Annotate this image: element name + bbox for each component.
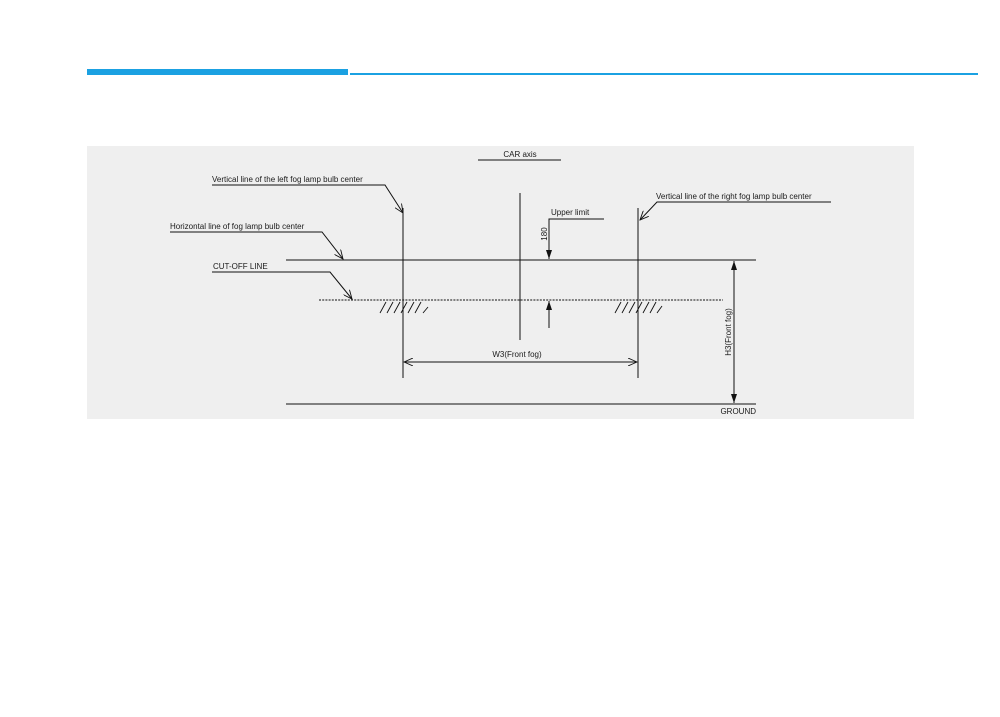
- diagram-panel: [87, 146, 914, 419]
- w3-label: W3(Front fog): [492, 350, 542, 359]
- cutoff-leader: [212, 271, 352, 299]
- left-hatching: [379, 301, 429, 314]
- upper-limit-label: Upper limit: [551, 208, 590, 217]
- upper-limit-leader: [548, 218, 604, 258]
- cutoff-line-label: CUT-OFF LINE: [213, 262, 268, 271]
- header-accent-bar: [87, 69, 348, 75]
- left-vertical-leader: [212, 184, 403, 213]
- left-vertical-label: Vertical line of the left fog lamp bulb …: [212, 175, 363, 184]
- right-hatching: [614, 301, 663, 314]
- ground-label: GROUND: [720, 407, 756, 416]
- right-vertical-leader: [640, 201, 831, 220]
- dimension-180-label: 180: [540, 227, 549, 241]
- horizontal-center-label: Horizontal line of fog lamp bulb center: [170, 222, 305, 231]
- horizontal-center-leader: [170, 231, 343, 259]
- header-rule: [350, 73, 978, 75]
- h3-label: H3(Front fog): [724, 308, 733, 356]
- car-axis-label: CAR axis: [503, 150, 536, 159]
- right-vertical-label: Vertical line of the right fog lamp bulb…: [656, 192, 812, 201]
